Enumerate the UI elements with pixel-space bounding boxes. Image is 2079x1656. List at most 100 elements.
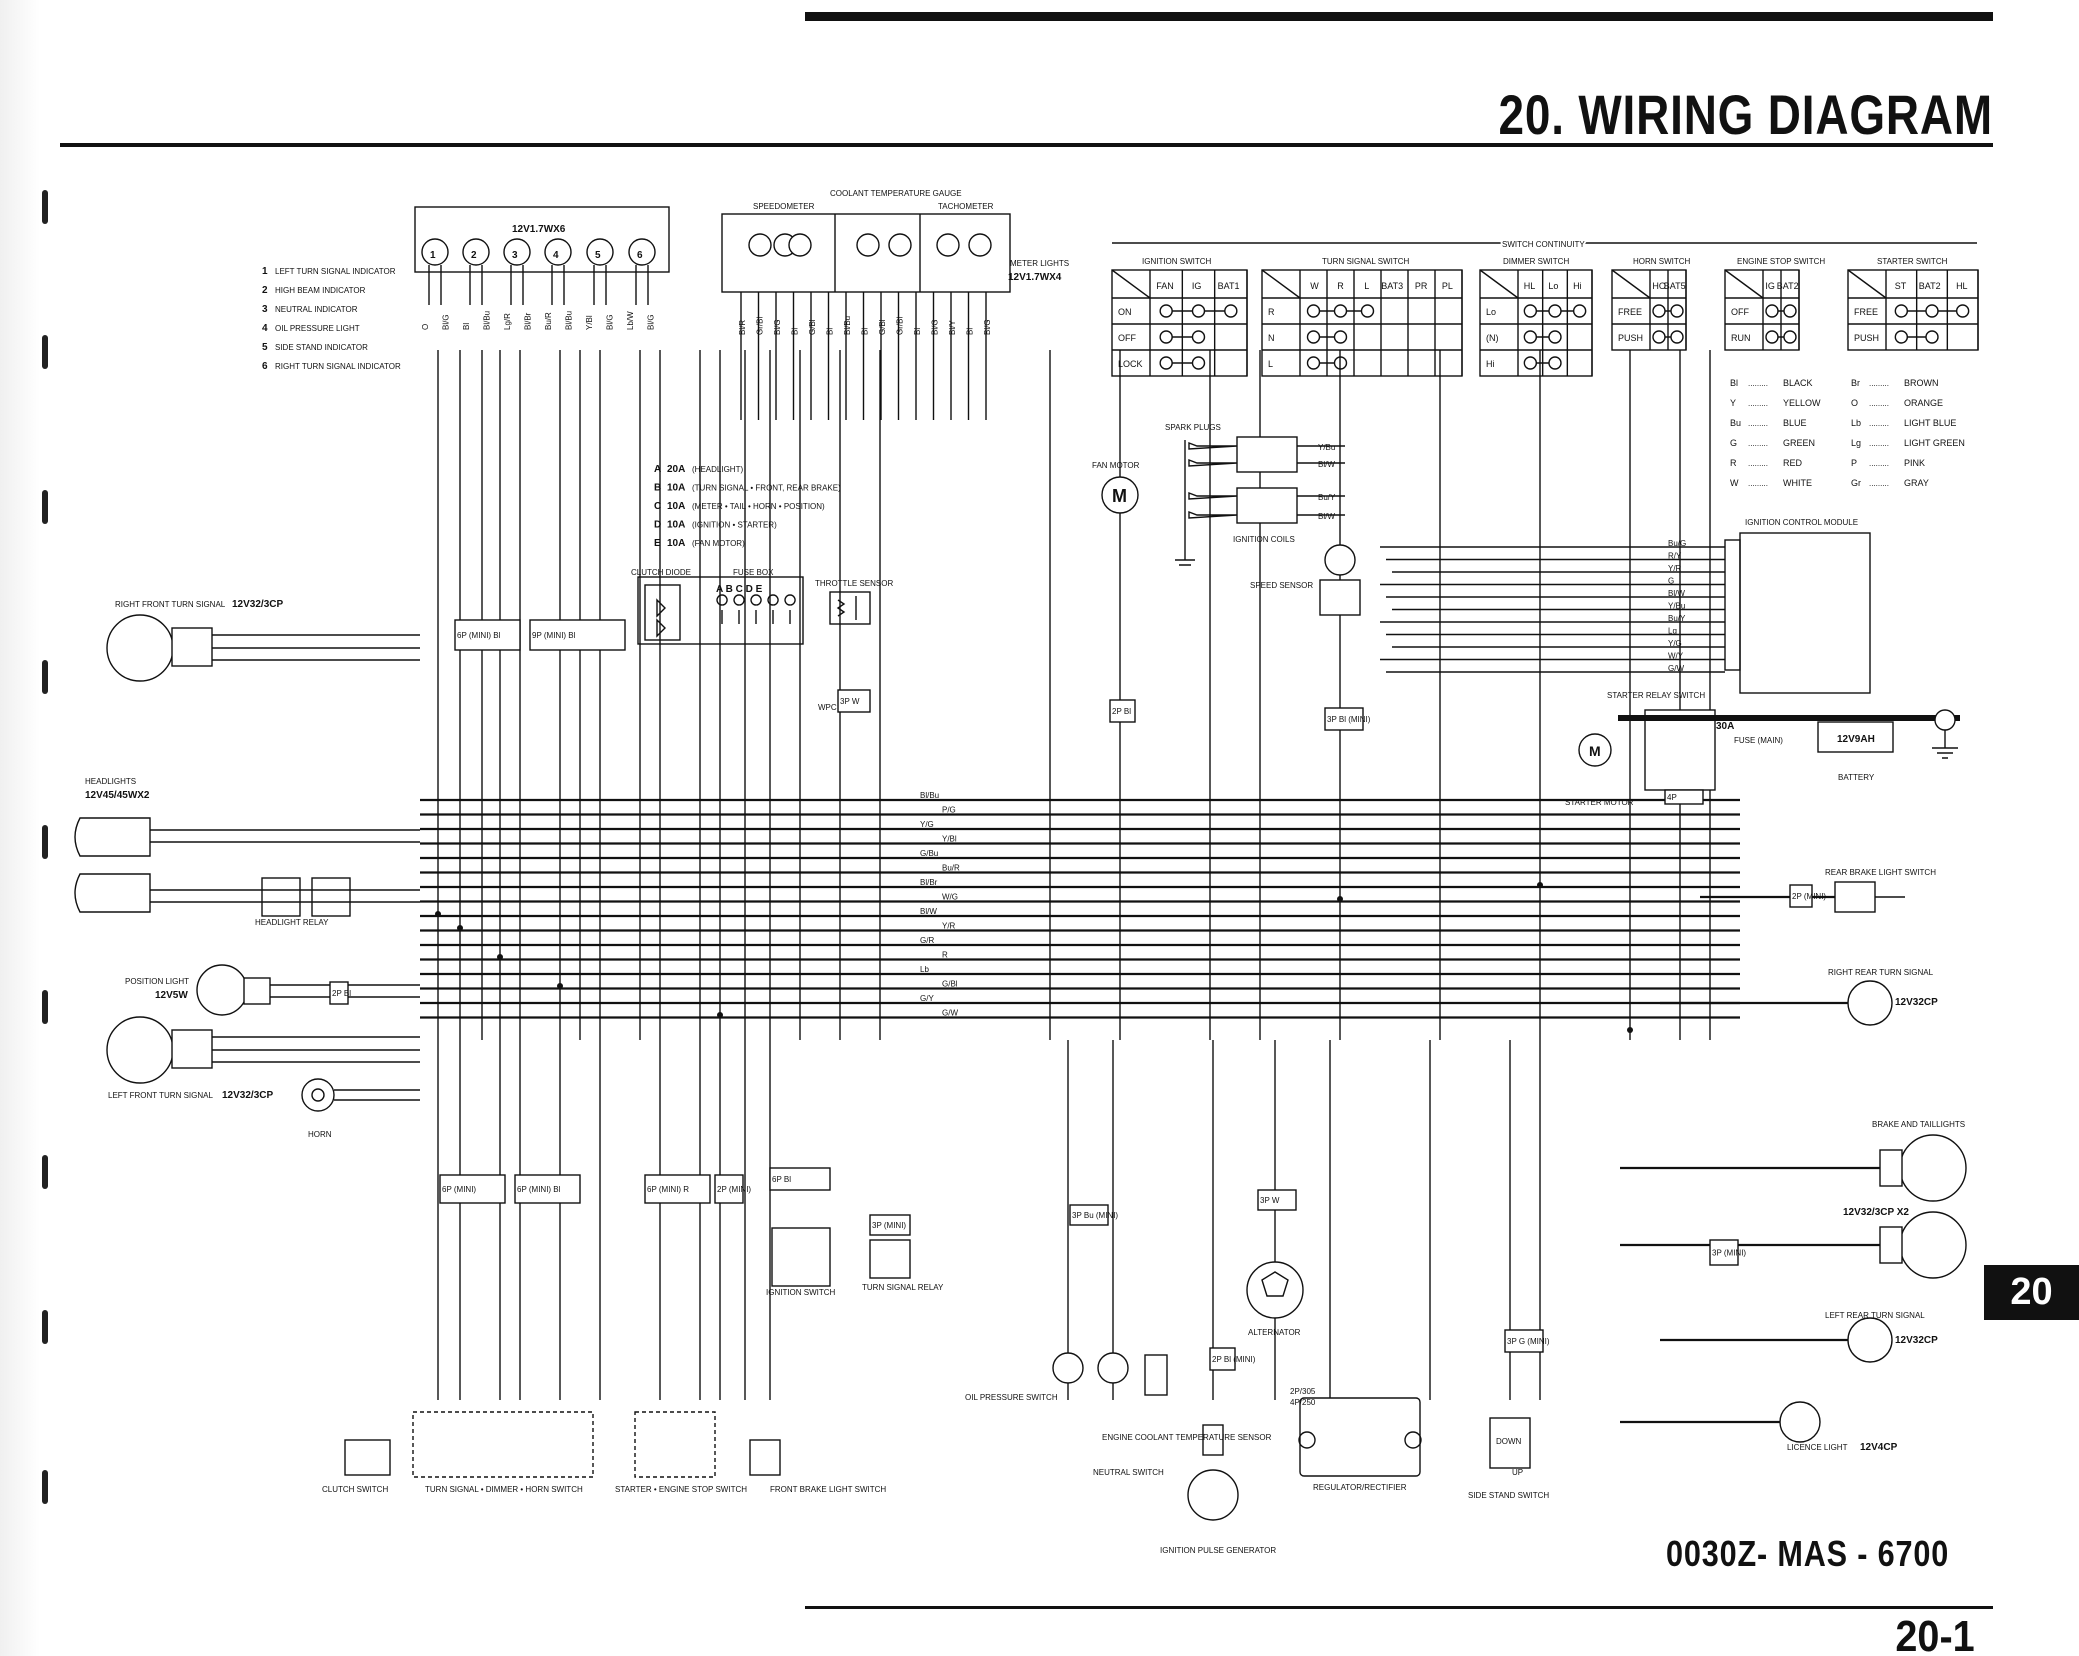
section-tab[interactable]: 20 xyxy=(1984,1265,2079,1320)
fuse-element-icon xyxy=(716,594,728,624)
fuse-id: A xyxy=(654,464,661,475)
switch-table-col: BAT2 xyxy=(1777,281,1799,291)
coolant-sensor-label: ENGINE COOLANT TEMPERATURE SENSOR xyxy=(1102,1433,1272,1442)
color-code: W xyxy=(1730,478,1739,488)
fuse-main-label: FUSE (MAIN) xyxy=(1734,736,1783,745)
color-key-leader: ......... xyxy=(1869,399,1889,408)
color-name: RED xyxy=(1783,458,1803,468)
left-rear-turn-signal: LEFT REAR TURN SIGNAL 12V32CP xyxy=(1825,1311,1938,1363)
bulb-icon xyxy=(1899,1211,1967,1279)
color-name: LIGHT GREEN xyxy=(1904,438,1965,448)
switch-table-row: FREE xyxy=(1618,307,1642,317)
wire-label: Bl/W xyxy=(1318,512,1335,521)
wire-label: Bl/R xyxy=(738,320,747,335)
switch-table-col: BAT1 xyxy=(1218,281,1240,291)
svg-text:M: M xyxy=(1112,486,1127,506)
connector-sub-label: WPC xyxy=(818,703,837,712)
connector xyxy=(769,1167,831,1191)
wire-label: Y/Bu xyxy=(1668,602,1685,611)
connector-label: 3P G (MINI) xyxy=(1507,1337,1550,1346)
headlight-relay xyxy=(261,877,301,917)
meter-cluster: COOLANT TEMPERATURE GAUGE SPEEDOMETER TA… xyxy=(721,189,1069,420)
ignition-switch xyxy=(771,1227,831,1287)
fuse-box: FUSE BOX A B C D E CLUTCH DIODE xyxy=(631,568,804,645)
connector-label: 6P (MINI) Bl xyxy=(517,1185,561,1194)
color-code: Bl xyxy=(1730,378,1738,388)
wire-label: Y/Bl xyxy=(585,315,594,330)
wire-label: Lb xyxy=(920,965,929,974)
throttle-sensor-label: THROTTLE SENSOR xyxy=(815,579,893,588)
wire-label: G/Bl xyxy=(942,980,958,989)
tachometer-label: TACHOMETER xyxy=(938,202,994,211)
color-code: R xyxy=(1730,458,1737,468)
connector xyxy=(1109,699,1136,723)
fuse-rating: 10A xyxy=(667,501,685,512)
wire-label: G/W xyxy=(1668,664,1684,673)
indicator-bulb-spec: 12V1.7WX6 xyxy=(512,224,566,235)
connector xyxy=(529,619,626,651)
wire-label: P/G xyxy=(942,806,956,815)
indicator-number: 4 xyxy=(553,250,559,261)
side-stand-label: SIDE STAND SWITCH xyxy=(1468,1491,1549,1500)
page-title: 20. WIRING DIAGRAM xyxy=(1498,83,1993,146)
meter-bulb-icon xyxy=(856,233,880,257)
neutral-switch-label: NEUTRAL SWITCH xyxy=(1093,1468,1164,1477)
wire-label: Bl/G xyxy=(442,314,451,330)
wire-label: Bl/G xyxy=(647,314,656,330)
indicator-legend-text: LEFT TURN SIGNAL INDICATOR xyxy=(275,267,396,276)
binding-mark xyxy=(42,660,48,694)
switch-table-row: LOCK xyxy=(1118,359,1143,369)
ignition-coils-label: IGNITION COILS xyxy=(1233,535,1295,544)
connector xyxy=(1709,1239,1739,1266)
switch-table-col: HL xyxy=(1524,281,1536,291)
bulb-icon xyxy=(1899,1134,1967,1202)
connector-label: 6P (MINI) Bl xyxy=(457,631,501,640)
indicator-number: 6 xyxy=(637,250,643,261)
coolant-sensor-icon xyxy=(1144,1354,1168,1396)
switch-table-title: DIMMER SWITCH xyxy=(1503,257,1569,266)
binding-mark xyxy=(42,825,48,859)
connector xyxy=(714,1174,744,1204)
neutral-switch-icon xyxy=(1097,1352,1129,1384)
position-light-spec: 12V5W xyxy=(155,990,188,1001)
meter-bulb-icon xyxy=(936,233,960,257)
color-key-leader: ......... xyxy=(1748,459,1768,468)
switch-table-row: PUSH xyxy=(1618,333,1643,343)
clutch-diode-label: CLUTCH DIODE xyxy=(631,568,691,577)
switch-table-row: Hi xyxy=(1486,359,1495,369)
position-light-label: POSITION LIGHT xyxy=(125,977,189,986)
fuse-id: C xyxy=(654,501,661,512)
binding-mark xyxy=(42,335,48,369)
ignition-switch-label: IGNITION SWITCH xyxy=(766,1288,836,1297)
horn: HORN xyxy=(301,1078,335,1139)
wire-label: G xyxy=(1668,577,1674,586)
switch-table-col: PL xyxy=(1442,281,1453,291)
wire-label: W/Y xyxy=(1668,652,1684,661)
oil-pressure-switch-icon xyxy=(1052,1352,1084,1384)
pulse-generator-icon xyxy=(1187,1469,1239,1521)
coolant-gauge-label: COOLANT TEMPERATURE GAUGE xyxy=(830,189,962,198)
starter-relay xyxy=(1644,709,1716,791)
switch-table-col: IG xyxy=(1765,281,1775,291)
headlight-upper-icon xyxy=(74,817,151,857)
color-code: Br xyxy=(1851,378,1860,388)
wire-label: W/G xyxy=(942,893,958,902)
color-key-leader: ......... xyxy=(1869,459,1889,468)
switch-table-col: Hi xyxy=(1573,281,1582,291)
wire-label: Gr/Bl xyxy=(756,317,765,335)
spark-plug-icon xyxy=(1188,491,1238,500)
wire-label: R/Y xyxy=(1668,552,1682,561)
indicator-lamp-icon xyxy=(586,238,614,266)
left-front-turn-signal: LEFT FRONT TURN SIGNAL 12V32/3CP xyxy=(106,1016,273,1101)
turn-dimmer-horn-label: TURN SIGNAL • DIMMER • HORN SWITCH xyxy=(425,1485,583,1494)
indicator-legend-number: 6 xyxy=(262,361,268,372)
clutch-switch xyxy=(344,1439,391,1476)
color-key-leader: ......... xyxy=(1869,419,1889,428)
switch-table-col: W xyxy=(1310,281,1319,291)
licence-light-label: LICENCE LIGHT xyxy=(1787,1443,1848,1452)
battery-spec: 12V9AH xyxy=(1837,734,1875,745)
wire-label: Bl/Bu xyxy=(483,311,492,330)
wire-label: G/Bu xyxy=(920,849,938,858)
connector-label: 3P (MINI) xyxy=(1712,1249,1746,1258)
alternator-icon xyxy=(1246,1261,1304,1319)
